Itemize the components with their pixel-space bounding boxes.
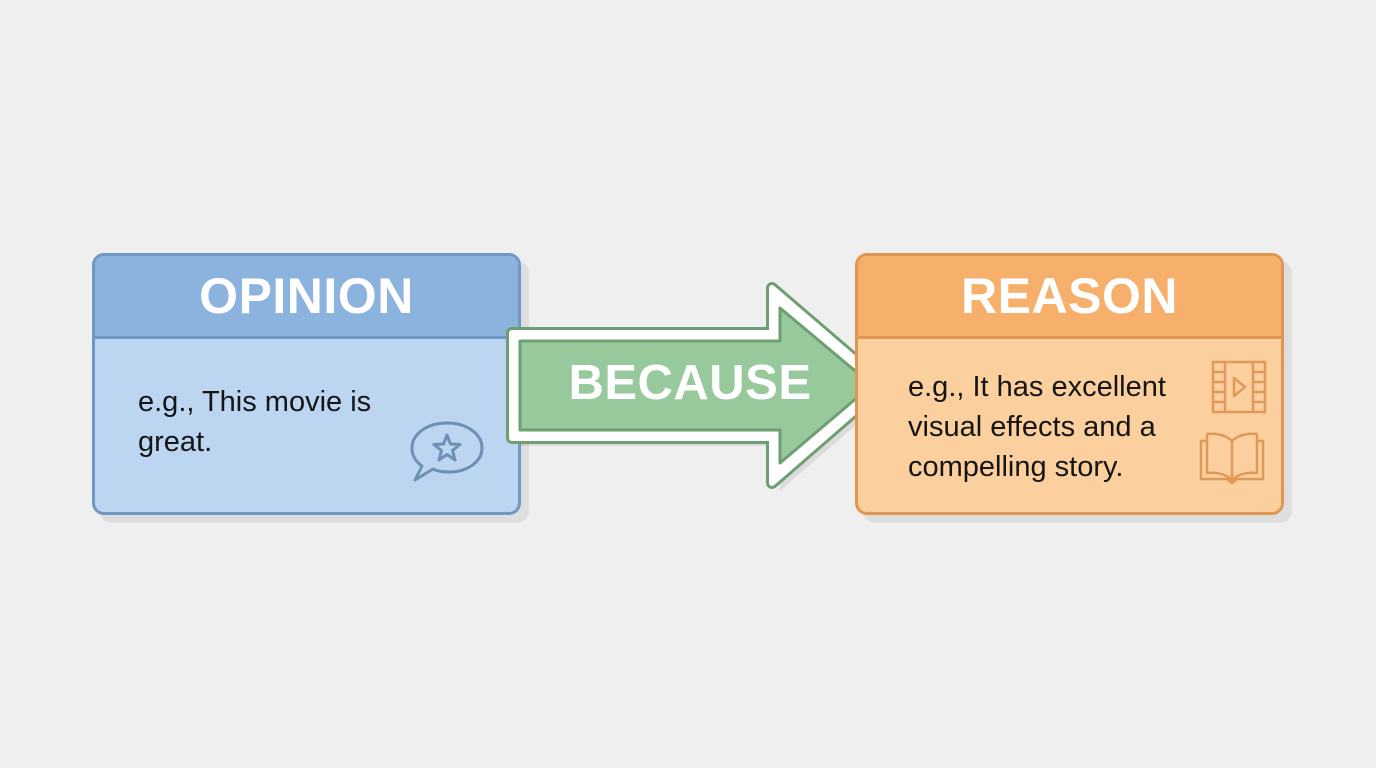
because-label: BECAUSE [568, 356, 812, 410]
opinion-title: OPINION [95, 256, 518, 339]
reason-card: REASON e.g., It has excellent visual eff… [855, 253, 1284, 515]
open-book-icon [1199, 432, 1265, 485]
film-play-icon [1211, 360, 1267, 414]
speech-bubble-star-icon [410, 421, 484, 482]
reason-body: e.g., It has excellent visual effects an… [858, 339, 1281, 512]
opinion-card: OPINION e.g., This movie is great. [92, 253, 521, 515]
opinion-example: e.g., This movie is great. [138, 386, 372, 458]
reason-title: REASON [858, 256, 1281, 339]
because-arrow [506, 282, 893, 491]
opinion-body: e.g., This movie is great. [95, 339, 518, 512]
reason-example: e.g., It has excellent visual effects an… [908, 371, 1166, 483]
